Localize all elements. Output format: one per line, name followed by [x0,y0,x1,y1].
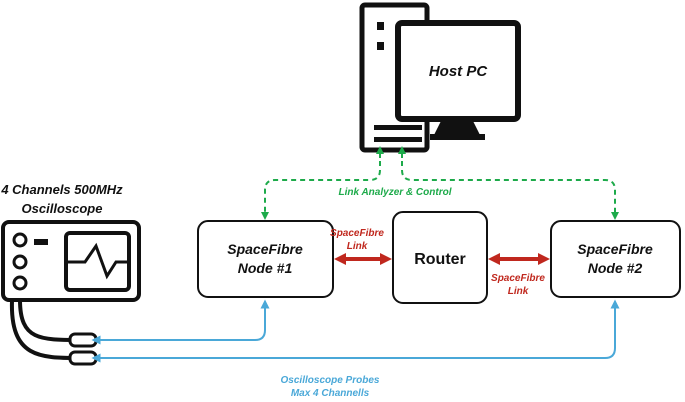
oscilloscope-label-line1: 4 Channels 500MHz [0,182,123,197]
router-label: Router [414,251,466,268]
probe-connection-node-2 [97,299,620,359]
node-2-label-line2: Node #2 [588,260,643,276]
oscilloscope-icon [1,220,141,366]
host-pc-icon [359,2,521,153]
host-pc-label: Host PC [429,63,489,80]
spacefibre-node-1-box [197,220,334,298]
router-box [392,211,488,304]
probes-label-line1: Oscilloscope Probes [281,375,380,386]
link-right-label-line1: SpaceFibre [491,273,545,284]
control-connection-node-2 [401,152,619,220]
probes-label-line2: Max 4 Channells [291,388,370,399]
node-2-label-line1: SpaceFibre [577,241,653,257]
oscilloscope-label-line2: Oscilloscope [22,201,103,216]
node-1-label-line2: Node #1 [238,260,293,276]
control-label: Link Analyzer & Control [339,187,452,198]
link-left-label-line1: SpaceFibre [330,228,384,239]
control-connection-node-1 [261,152,381,220]
node-1-label-line1: SpaceFibre [227,241,303,257]
link-left-label-line2: Link [347,241,368,252]
probe-connection-node-1 [97,299,270,341]
link-right-label-line2: Link [508,286,529,297]
spacefibre-node-2-box [550,220,681,298]
